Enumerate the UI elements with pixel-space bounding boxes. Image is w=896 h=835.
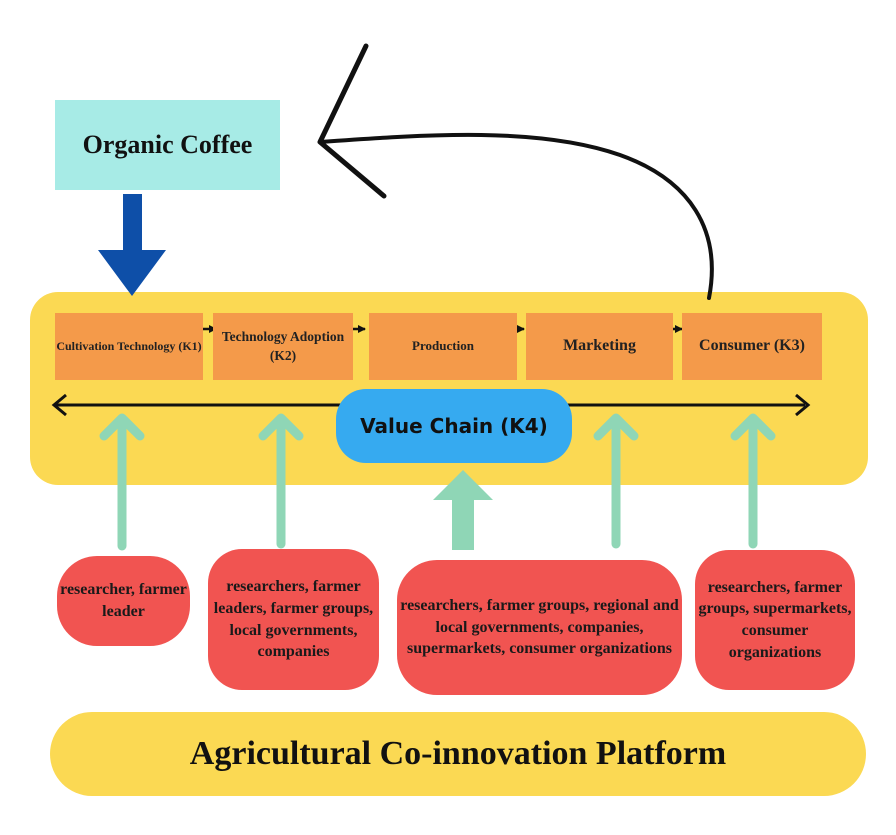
return-arrow: [318, 132, 714, 300]
value-chain-right-head: [795, 393, 811, 417]
value-chain-left-head: [51, 393, 67, 417]
actor-box-2: researchers, farmer leaders, farmer grou…: [208, 549, 379, 690]
step-cultivation: Cultivation Technology (K1): [55, 313, 203, 380]
down-arrow: [98, 194, 166, 296]
step-consumer: Consumer (K3): [682, 313, 822, 380]
actor-box-1: researcher, farmer leader: [57, 556, 190, 646]
actor-box-3: researchers, farmer groups, regional and…: [397, 560, 682, 695]
step-marketing: Marketing: [526, 313, 673, 380]
organic-coffee-box: Organic Coffee: [55, 100, 280, 190]
step-production: Production: [369, 313, 517, 380]
up-arrow-center: [433, 470, 493, 550]
platform-banner: Agricultural Co-innovation Platform: [50, 712, 866, 796]
actor-box-4: researchers, farmer groups, supermarkets…: [695, 550, 855, 690]
step-technology-adoption: Technology Adoption (K2): [213, 313, 353, 380]
return-arrow-head: [317, 43, 387, 199]
value-chain-pill: Value Chain (K4): [336, 389, 572, 463]
